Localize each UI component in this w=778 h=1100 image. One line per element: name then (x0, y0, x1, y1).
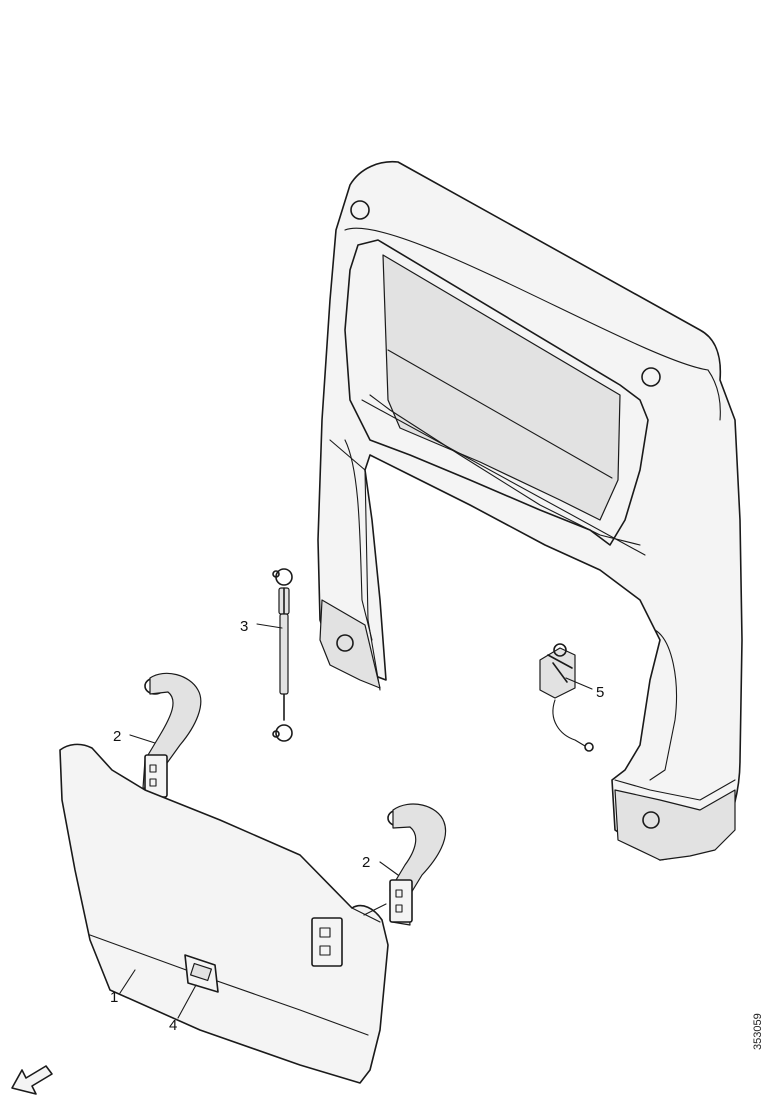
frame-right-foot (614, 789, 736, 861)
callout-2b: 2 (362, 854, 370, 871)
hinge-bracket-right (387, 803, 447, 926)
sensor-switch (539, 643, 594, 752)
callout-1: 1 (110, 989, 118, 1006)
gas-strut (272, 568, 293, 742)
frame-outer (317, 160, 743, 861)
frame-left-foot (319, 599, 381, 689)
forward-arrow-icon (11, 1065, 53, 1095)
leader-lines (119, 623, 593, 1019)
frame-shroud (317, 160, 743, 861)
frame-glass (382, 254, 621, 521)
callout-2a: 2 (113, 728, 121, 745)
callout-5: 5 (596, 684, 604, 701)
latch (184, 954, 219, 993)
hinge-plate-on-panel (311, 917, 343, 967)
callout-3: 3 (240, 618, 248, 635)
callout-4: 4 (169, 1017, 177, 1034)
door-panel (59, 743, 389, 1084)
hinge-bracket-left (142, 672, 202, 798)
figure-id: 353059 (752, 1013, 764, 1050)
